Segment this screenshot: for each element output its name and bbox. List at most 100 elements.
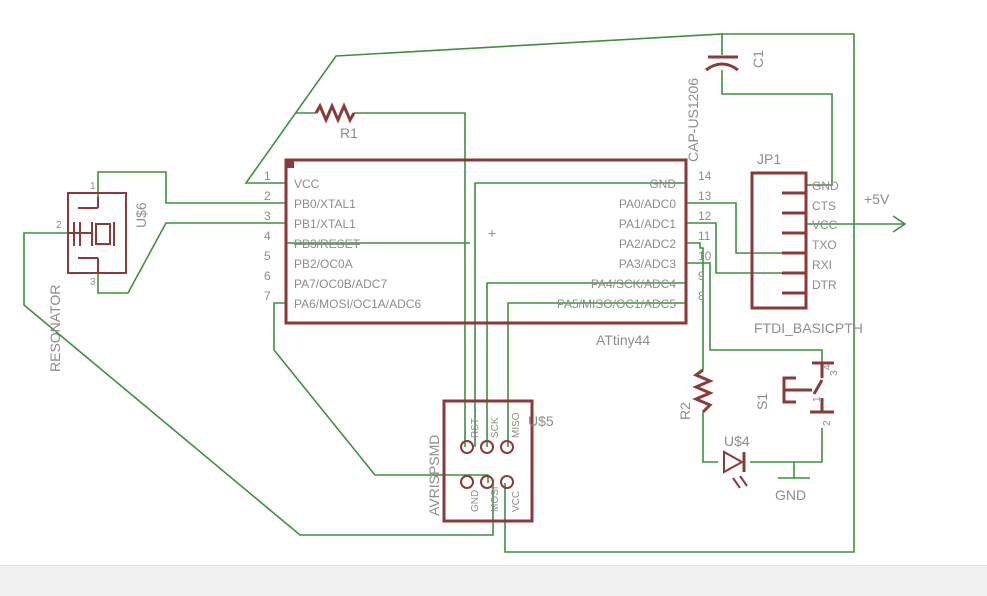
window-status-bar xyxy=(0,565,987,596)
resonator-name-label: U$6 xyxy=(133,202,149,228)
led-u4[interactable]: U$4 xyxy=(723,433,750,489)
pin-number: 9 xyxy=(698,269,705,283)
jp1-pin-label: DTR xyxy=(812,278,837,292)
led-triangle xyxy=(723,450,745,474)
ground-label: GND xyxy=(775,487,806,503)
pin-number: 10 xyxy=(698,249,712,263)
pin-name: PB0/XTAL1 xyxy=(294,197,356,211)
mcu-pin-left: 6 PA7/OC0B/ADC7 xyxy=(264,269,387,291)
pin-number: 11 xyxy=(698,229,711,243)
mcu-pin1-marker xyxy=(286,160,294,168)
isp-pin-label: MOSI xyxy=(490,486,501,512)
pin-number: 2 xyxy=(264,189,271,203)
isp-pin-pad xyxy=(480,475,494,489)
mcu-pin-left: 2 PB0/XTAL1 xyxy=(264,189,356,211)
r1-zigzag xyxy=(314,102,356,124)
r2-zigzag xyxy=(692,368,714,414)
wire-xtal2 xyxy=(97,222,286,294)
pin-name: PB1/XTAL1 xyxy=(294,217,356,231)
jp1-pin-label: TXO xyxy=(812,238,837,252)
switch-lever xyxy=(812,379,824,395)
resonator-crystal xyxy=(95,223,111,245)
mcu-pin-left: 7 PA6/MOSI/OC1A/ADC6 xyxy=(264,289,421,311)
jp1-pin-label: GND xyxy=(812,179,839,193)
isp-pin-label: RST xyxy=(470,418,481,438)
supply-label: +5V xyxy=(864,191,890,207)
mcu-body xyxy=(284,158,688,325)
pin-name: PA7/OC0B/ADC7 xyxy=(294,277,387,291)
pin-name: PA5/MISO/OC1/ADC5 xyxy=(557,297,676,311)
capacitor-c1[interactable]: C1 CAP-US1206 xyxy=(685,50,766,162)
pin-number: 3 xyxy=(264,209,271,223)
isp-name-label: U$5 xyxy=(528,413,554,429)
mcu-pin-right: 10 PA3/ADC3 xyxy=(619,249,712,271)
resistor-r2[interactable]: R2 xyxy=(677,368,714,420)
mcu-value-label: ATtiny44 xyxy=(596,332,650,348)
isp-body xyxy=(442,399,534,523)
cap-plate-bottom xyxy=(705,62,739,72)
wire-led-gnd xyxy=(750,428,823,463)
mcu-right-pins: 14 GND 13 PA0/ADC0 12 PA1/ADC1 11 PA2/AD… xyxy=(557,169,712,311)
jp1-pin-label: VCC xyxy=(812,218,838,232)
mcu-left-pins: 1 VCC 2 PB0/XTAL1 3 PB1/XTAL1 4 PB3/RESE… xyxy=(264,169,421,311)
isp-pin-label: SCK xyxy=(490,417,501,438)
r2-name-label: R2 xyxy=(677,402,693,420)
isp-header-u5[interactable]: RST SCK MISO GND MOSI VCC U$5 AVRISPSMD xyxy=(426,399,554,523)
schematic-svg: C1 CAP-US1206 R1 + ATtiny44 1 VCC 2 PB0/… xyxy=(23,33,907,553)
pin-name: PA4/SCK/ADC4 xyxy=(591,277,676,291)
resonator-value-label: RESONATOR xyxy=(47,285,63,372)
mcu-pin-right: 9 PA4/SCK/ADC4 xyxy=(591,269,705,291)
jp1-body xyxy=(750,171,808,310)
isp-pin-pad xyxy=(500,475,514,489)
wire-vcc-top xyxy=(244,33,723,184)
resonator-pin-label: 2 xyxy=(56,220,62,231)
wire-gnd-14 xyxy=(474,182,686,447)
wire-pa0 xyxy=(686,202,806,254)
resistor-r1[interactable]: R1 xyxy=(314,102,358,141)
mcu-attiny44[interactable]: + ATtiny44 1 VCC 2 PB0/XTAL1 3 PB1/XTAL1… xyxy=(264,158,712,348)
isp-pin-pad xyxy=(500,440,514,454)
mcu-pin-right: 11 PA2/ADC2 xyxy=(619,229,711,251)
switch-name-label: S1 xyxy=(754,393,770,410)
isp-value-label: AVRISPSMD xyxy=(426,435,442,516)
wire-vcc-right-loop xyxy=(504,33,855,553)
switch-s1[interactable]: 3 4 2 1 S1 xyxy=(754,361,840,426)
pin-number: 1 xyxy=(264,169,271,183)
r1-name-label: R1 xyxy=(340,125,358,141)
mcu-pin-right: 8 PA5/MISO/OC1/ADC5 xyxy=(557,289,705,311)
led-name-label: U$4 xyxy=(724,433,750,449)
wire-pa3 xyxy=(686,262,823,363)
isp-pin-label: GND xyxy=(470,490,481,512)
wire-r2-led xyxy=(702,412,718,463)
supply-5v: +5V xyxy=(864,191,907,233)
header-jp1[interactable]: JP1 FTDI_BASICPTH GND CTS VCC TXO RXI DT… xyxy=(750,151,863,336)
wire-miso xyxy=(507,302,686,447)
mcu-pin-right: 12 PA1/ADC1 xyxy=(619,209,712,231)
mcu-pin-right: 14 GND xyxy=(649,169,711,191)
pin-name: PA0/ADC0 xyxy=(619,197,676,211)
pin-number: 6 xyxy=(264,269,271,283)
pin-name: PB3/RESET xyxy=(294,237,361,251)
switch-pin-label: 4 xyxy=(822,364,833,370)
switch-pin-label: 1 xyxy=(812,396,823,402)
resonator-u6[interactable]: 1 2 3 U$6 RESONATOR xyxy=(47,181,149,372)
wire-r1-right xyxy=(354,112,466,447)
wire-xtal1 xyxy=(97,171,286,204)
wire-pa2 xyxy=(686,242,704,370)
pin-name: PA2/ADC2 xyxy=(619,237,676,251)
isp-pin-pad xyxy=(480,440,494,454)
pin-name: VCC xyxy=(294,177,320,191)
pin-name: PA1/ADC1 xyxy=(619,217,676,231)
c1-value-label: CAP-US1206 xyxy=(685,78,701,162)
jp1-value-label: FTDI_BASICPTH xyxy=(754,320,863,336)
pin-number: 12 xyxy=(698,209,712,223)
wire-sck xyxy=(486,282,686,447)
led-ray xyxy=(739,475,748,487)
jp1-pin-label: RXI xyxy=(812,258,832,272)
mcu-origin-cross: + xyxy=(488,225,496,241)
jp1-name-label: JP1 xyxy=(757,151,781,167)
jp1-pins: GND CTS VCC TXO RXI DTR xyxy=(782,179,839,295)
switch-pin-label: 2 xyxy=(822,420,833,426)
pin-number: 14 xyxy=(698,169,712,183)
wire-c1-gnd xyxy=(721,70,833,186)
